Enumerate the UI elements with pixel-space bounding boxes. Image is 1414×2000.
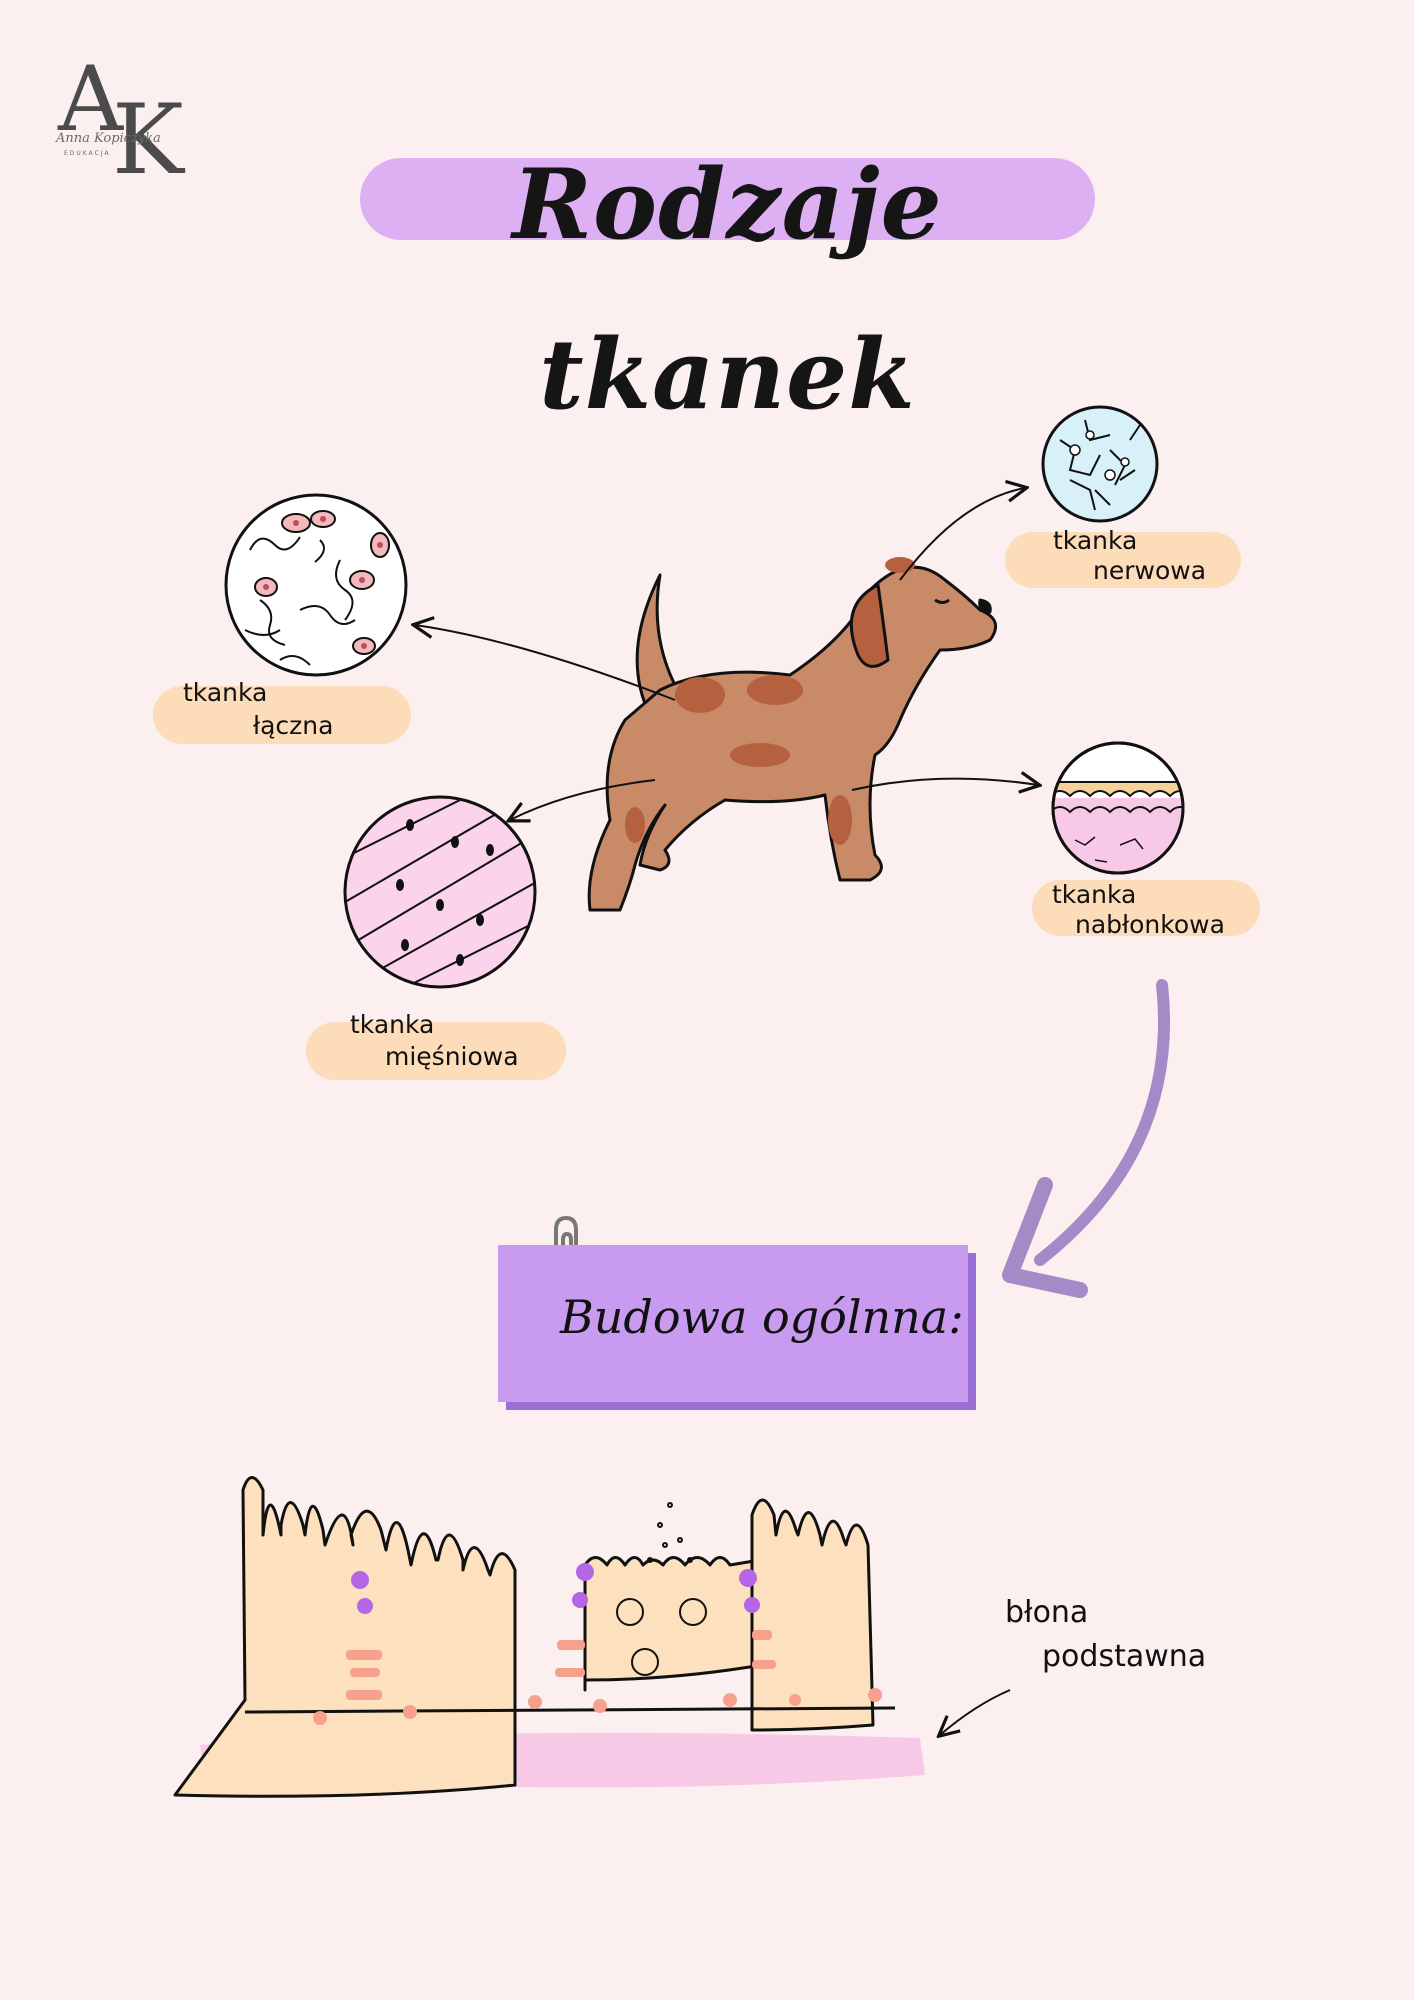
epithelial-tissue-circle	[1051, 741, 1185, 875]
svg-text:K: K	[112, 84, 186, 185]
dog-spots	[625, 557, 915, 845]
tissue-label-nerwowa-line1: tkanka	[1053, 526, 1138, 555]
big-arrow	[1002, 979, 1171, 1298]
tissue-label-nerwowa-line2: nerwowa	[1093, 556, 1207, 585]
nerve-tissue-circle	[1041, 405, 1159, 523]
logo: A K Anna Kopiczyka EDUKACJA	[55, 47, 186, 185]
label-pill-nablonkowa	[1032, 880, 1260, 936]
label-pill-laczna	[153, 686, 411, 744]
title-highlight	[360, 158, 1095, 240]
label-pill-miesniowa	[306, 1022, 566, 1080]
svg-text:EDUKACJA: EDUKACJA	[64, 150, 111, 157]
page-title: Rodzaje tkanek	[512, 148, 943, 431]
connective-tissue-circle	[224, 493, 408, 677]
epithelium-diagram	[173, 1476, 925, 1798]
paperclip-icon	[554, 1215, 578, 1277]
muscle-tissue-circle	[343, 795, 537, 989]
tissue-label-nablonkowa-line1: tkanka	[1052, 880, 1137, 909]
dog-illustration	[587, 565, 998, 912]
tissue-label-miesniowa-line1: tkanka	[350, 1010, 435, 1039]
tissue-label-nablonkowa-line2: nabłonkowa	[1075, 910, 1225, 939]
membrane-label-line1: błona	[1005, 1595, 1089, 1630]
label-pill-nerwowa	[1005, 532, 1241, 588]
tissue-arrows	[415, 488, 1038, 1735]
note-card	[498, 1245, 968, 1402]
note-label: Budowa ogólnna:	[560, 1290, 964, 1344]
tissue-label-laczna-line2: łączna	[253, 711, 334, 740]
membrane-label-line2: podstawna	[1042, 1639, 1207, 1674]
tissue-label-laczna-line1: tkanka	[183, 678, 268, 707]
svg-text:A: A	[57, 47, 124, 152]
svg-text:Anna Kopiczyka: Anna Kopiczyka	[55, 131, 161, 146]
tissue-label-miesniowa-line2: mięśniowa	[385, 1042, 519, 1071]
